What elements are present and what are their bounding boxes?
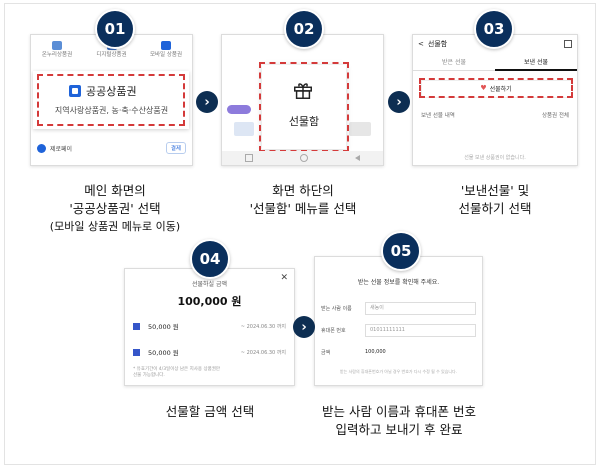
list-filter[interactable]: 상품권 전체 bbox=[541, 113, 569, 119]
purple-chip bbox=[227, 105, 251, 114]
step1-caption-line2: '공공상품권' 선택 bbox=[69, 201, 161, 216]
voucher-expiry: ~ 2024.06.30 까지 bbox=[240, 349, 286, 356]
voucher-value: 50,000 원 bbox=[148, 349, 179, 357]
menu-item-label: 디지털상품권 bbox=[96, 52, 127, 58]
step4-badge: 04 bbox=[190, 239, 230, 279]
step3-screenshot: < 선물함 받은 선물 보낸 선물 ♥ 선물하기 보낸 선물 내역 상품권 전체… bbox=[412, 34, 578, 166]
checkbox-icon[interactable] bbox=[133, 348, 140, 356]
step1-badge: 01 bbox=[95, 9, 135, 49]
field-label: 금액 bbox=[321, 349, 331, 356]
step2-screenshot: 선물함 bbox=[221, 34, 384, 166]
step2-caption: 화면 하단의 '선물함' 메뉴를 선택 bbox=[211, 182, 395, 218]
list-left-label: 보낸 선물 내역 bbox=[421, 113, 455, 119]
bottom-nav bbox=[222, 151, 383, 165]
field-label: 휴대폰 번호 bbox=[321, 327, 346, 334]
voucher-icon bbox=[69, 85, 81, 97]
checkbox-icon[interactable] bbox=[133, 322, 140, 330]
step5-caption-line1: 받는 사람 이름과 휴대폰 번호 bbox=[322, 404, 476, 419]
highlight-box bbox=[259, 62, 349, 152]
back-icon[interactable]: < bbox=[418, 40, 424, 48]
confirm-title: 받는 선물 정보를 확인해 주세요. bbox=[357, 279, 440, 286]
step2-caption-line1: 화면 하단의 bbox=[272, 183, 334, 198]
public-voucher-desc: 지역사랑상품권, 농·축·수산상품권 bbox=[54, 106, 169, 115]
empty-state: 선물 보낸 상품권이 없습니다. bbox=[464, 155, 526, 161]
heart-icon: ♥ bbox=[480, 84, 487, 92]
image-frame bbox=[4, 3, 596, 465]
step5-caption: 받는 사람 이름과 휴대폰 번호 입력하고 보내기 후 완료 bbox=[294, 403, 504, 439]
gift-box-label: 선물함 bbox=[288, 115, 320, 128]
menu-item-label: 모바일 상품권 bbox=[149, 52, 183, 58]
home-icon[interactable] bbox=[299, 154, 308, 162]
home-icon[interactable] bbox=[564, 40, 572, 48]
step3-caption: '보낸선물' 및 선물하기 선택 bbox=[405, 182, 585, 218]
form-row-amount: 금액 100,000 bbox=[321, 347, 476, 357]
amount-readout: 100,000 bbox=[365, 349, 386, 355]
page-title: 선물함 bbox=[427, 40, 448, 48]
step1-caption-note: (모바일 상품권 메뉴로 이동) bbox=[49, 220, 181, 233]
form-row-name: 받는 사람 이름 새농이 bbox=[321, 301, 476, 315]
amount-title: 선물하실 금액 bbox=[191, 281, 228, 288]
public-voucher-title-row: 공공상품권 bbox=[69, 83, 137, 99]
right-card-stub bbox=[349, 122, 371, 136]
menu-item-onnuri[interactable]: 온누리상품권 bbox=[37, 41, 77, 67]
step3-caption-line1: '보낸선물' 및 bbox=[460, 183, 530, 198]
step5-caption-line2: 입력하고 보내기 후 완료 bbox=[335, 422, 463, 437]
form-row-phone: 휴대폰 번호 01011111111 bbox=[321, 323, 476, 337]
field-label: 받는 사람 이름 bbox=[321, 305, 352, 312]
arrow-1-2-icon: › bbox=[196, 91, 218, 113]
tab-sent[interactable]: 보낸 선물 bbox=[495, 55, 577, 71]
zeropay-icon bbox=[37, 143, 46, 153]
voucher-expiry: ~ 2024.06.30 까지 bbox=[240, 323, 286, 330]
step1-list-row[interactable]: 제로페이 결제 bbox=[37, 138, 186, 158]
menu-item-mobile[interactable]: 모바일 상품권 bbox=[146, 41, 186, 67]
voucher-row[interactable]: 50,000 원 ~ 2024.06.30 까지 bbox=[133, 319, 286, 333]
confirm-note: 받는 사람의 휴대폰번호가 아닐 경우 번호가 다시 수정 될 수 있습니다. bbox=[339, 369, 458, 374]
highlight-box bbox=[37, 74, 185, 126]
tab-received[interactable]: 받은 선물 bbox=[413, 55, 495, 71]
voucher-value: 50,000 원 bbox=[148, 323, 179, 331]
list-header: 보낸 선물 내역 상품권 전체 bbox=[421, 111, 569, 119]
step1-caption: 메인 화면의 '공공상품권' 선택 (모바일 상품권 메뉴로 이동) bbox=[20, 182, 210, 236]
row-label: 제로페이 bbox=[50, 145, 73, 153]
step3-tabs: 받은 선물 보낸 선물 bbox=[413, 55, 577, 71]
step3-badge: 03 bbox=[474, 9, 514, 49]
amount-note: * 유효기간이 4/3일이상 남은 지사용 상품권만 선물 가능합니다. bbox=[133, 367, 221, 378]
public-voucher-card[interactable] bbox=[33, 71, 189, 129]
left-card-stub bbox=[234, 122, 254, 136]
voucher-row[interactable]: 50,000 원 ~ 2024.06.30 까지 bbox=[133, 345, 286, 359]
mobile-icon bbox=[161, 41, 171, 50]
coupon-icon bbox=[52, 41, 62, 50]
step5-badge: 05 bbox=[381, 231, 421, 271]
highlight-box bbox=[419, 78, 573, 98]
step3-header: < 선물함 bbox=[413, 35, 577, 53]
close-icon[interactable]: ✕ bbox=[280, 273, 288, 283]
step2-badge: 02 bbox=[284, 9, 324, 49]
phone-input[interactable]: 01011111111 bbox=[365, 323, 476, 337]
gift-button-content: ♥ 선물하기 bbox=[421, 80, 571, 96]
arrow-2-3-icon: › bbox=[388, 91, 410, 113]
row-button[interactable]: 결제 bbox=[165, 142, 186, 154]
amount-value: 100,000 원 bbox=[177, 295, 242, 308]
gift-icon bbox=[294, 83, 312, 99]
name-input[interactable]: 새농이 bbox=[365, 301, 476, 315]
step4-screenshot: ✕ 선물하실 금액 100,000 원 50,000 원 ~ 2024.06.3… bbox=[124, 268, 295, 386]
arrow-4-5-icon: › bbox=[293, 316, 315, 338]
step2-caption-line2: '선물함' 메뉴를 선택 bbox=[249, 201, 357, 216]
step3-caption-line2: 선물하기 선택 bbox=[458, 201, 532, 216]
step5-screenshot: 받는 선물 정보를 확인해 주세요. 받는 사람 이름 새농이 휴대폰 번호 0… bbox=[314, 256, 483, 386]
gift-button-label: 선물하기 bbox=[489, 85, 512, 93]
gift-box-menu-tile[interactable] bbox=[262, 65, 346, 149]
back-icon[interactable] bbox=[354, 155, 360, 161]
step4-caption: 선물할 금액 선택 bbox=[165, 404, 255, 419]
public-voucher-title: 공공상품권 bbox=[86, 85, 137, 98]
step1-caption-line1: 메인 화면의 bbox=[84, 183, 146, 198]
step1-screenshot: 온누리상품권 디지털상품권 모바일 상품권 공공상품권 지역사랑상품권, 농·축… bbox=[30, 34, 193, 166]
menu-icon[interactable] bbox=[245, 154, 254, 162]
menu-item-label: 온누리상품권 bbox=[41, 52, 73, 58]
